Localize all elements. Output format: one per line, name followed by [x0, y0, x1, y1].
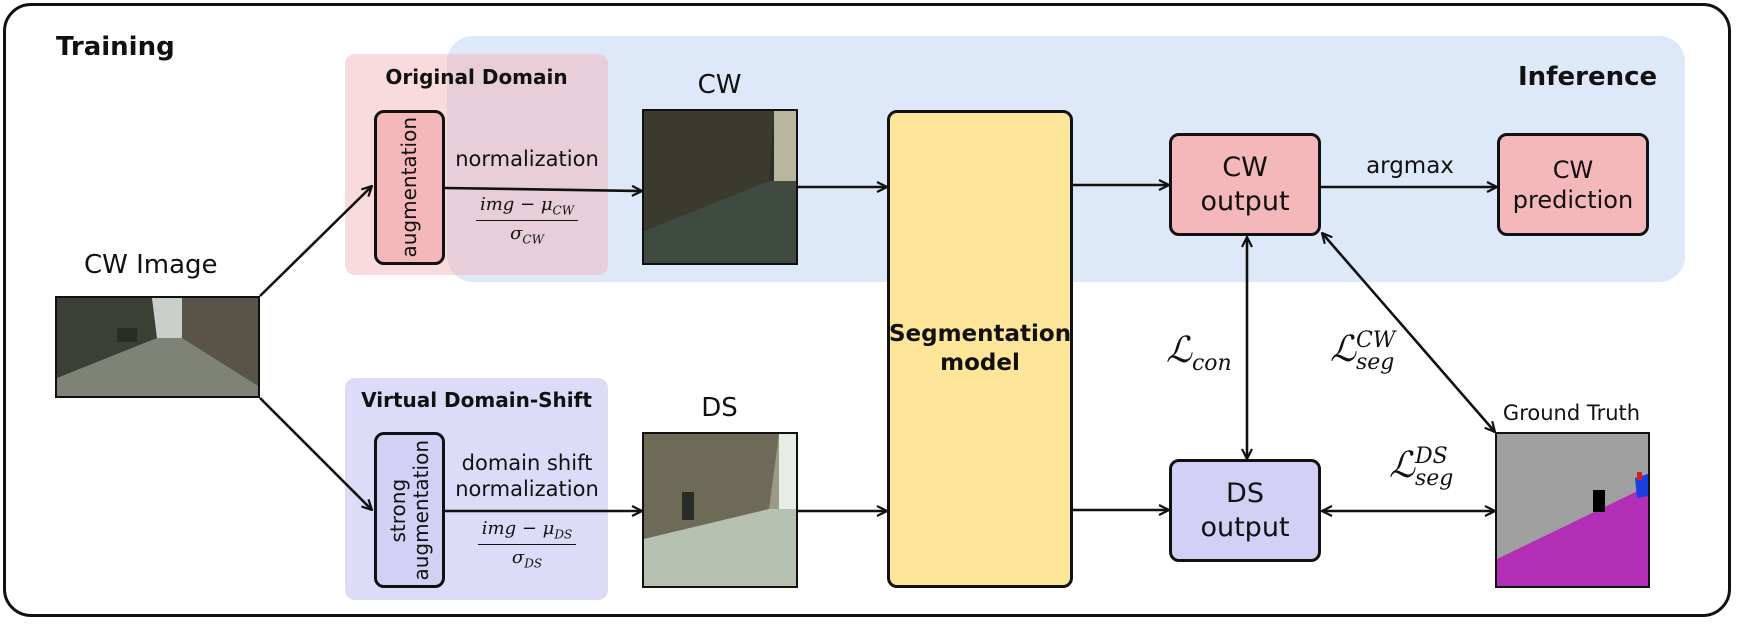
model-label-line2: model — [940, 350, 1020, 376]
normalization-label: normalization — [455, 147, 599, 171]
inference-label: Inference — [1518, 62, 1658, 92]
original-domain-title: Original Domain — [385, 65, 568, 89]
segmentation-model-box: Segmentation model — [887, 110, 1073, 588]
argmax-label: argmax — [1366, 153, 1454, 179]
ground-truth-label: Ground Truth — [1502, 401, 1641, 425]
ground-truth-image — [1495, 432, 1650, 588]
ds-normalized-image — [642, 432, 798, 588]
consistency-loss-label: ℒcon — [1166, 330, 1232, 377]
arrow-input-to-aug — [259, 186, 372, 297]
arrow-aug-to-cw — [444, 188, 642, 191]
ds-normalization-formula: img − μDS σDS — [452, 518, 602, 570]
cw-normalization-formula: img − μCW σCW — [452, 194, 602, 246]
model-label-line1: Segmentation — [888, 321, 1072, 347]
input-image-title: CW Image — [84, 250, 218, 280]
diagram-frame — [3, 3, 1731, 617]
arrow-input-to-strong-aug — [259, 397, 372, 510]
cw-normalized-image — [642, 109, 798, 265]
ds-image-label: DS — [701, 393, 738, 423]
arrow-cw-seg-loss — [1322, 233, 1495, 432]
augmentation-box: augmentation — [374, 110, 445, 265]
cw-image-label: CW — [697, 70, 742, 100]
cw-input-image — [55, 296, 260, 398]
training-label: Training — [56, 32, 175, 62]
vds-title: Virtual Domain-Shift — [361, 388, 592, 412]
